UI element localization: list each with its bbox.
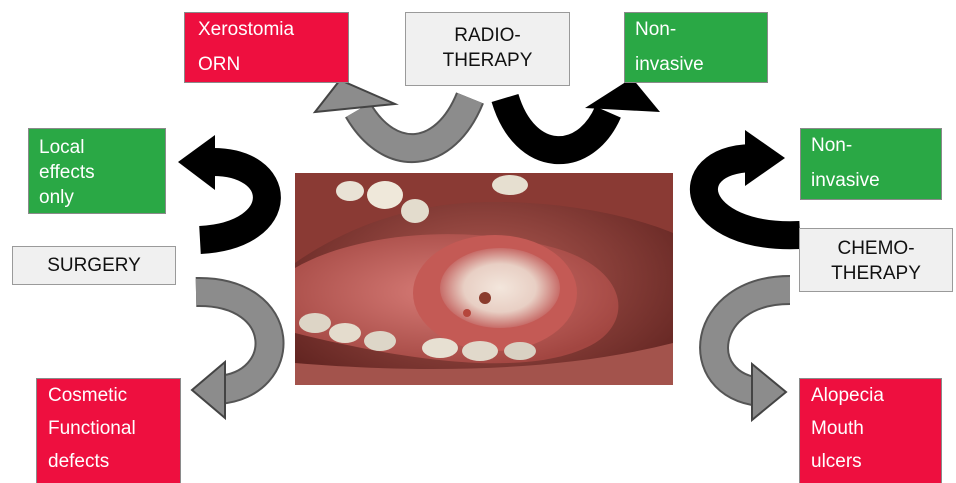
- tongue-lesion-photo: [295, 173, 673, 385]
- radiotherapy-label-line1: RADIO-: [406, 23, 569, 48]
- chemotherapy-box: CHEMO- THERAPY: [799, 228, 953, 292]
- chemotherapy-label-line2: THERAPY: [800, 261, 952, 286]
- radiotherapy-positive-line2: invasive: [635, 52, 767, 77]
- surgery-box: SURGERY: [12, 246, 176, 285]
- radiotherapy-negative-line1: Xerostomia: [198, 17, 348, 42]
- chemotherapy-positive-line2: invasive: [811, 168, 941, 193]
- surgery-label: SURGERY: [13, 253, 175, 278]
- surgery-negative-line2: Functional: [48, 416, 180, 441]
- chemotherapy-negative-line3: ulcers: [811, 449, 941, 474]
- radiotherapy-box: RADIO- THERAPY: [405, 12, 570, 86]
- chemotherapy-positive-box: Non- invasive: [800, 128, 942, 200]
- radiotherapy-positive-line1: Non-: [635, 17, 767, 42]
- chemotherapy-positive-line1: Non-: [811, 133, 941, 158]
- surgery-positive-line1: Local: [39, 135, 165, 160]
- arrow-radiotherapy-to-positive: [505, 78, 660, 150]
- arrow-surgery-to-negative: [192, 292, 270, 418]
- surgery-negative-box: Cosmetic Functional defects: [36, 378, 181, 483]
- chemotherapy-label-line1: CHEMO-: [800, 236, 952, 261]
- arrow-radiotherapy-to-negative: [315, 80, 470, 148]
- arrow-chemotherapy-to-negative: [714, 290, 790, 420]
- arrow-chemotherapy-to-positive: [704, 130, 800, 235]
- chemotherapy-negative-line1: Alopecia: [811, 383, 941, 408]
- radiotherapy-negative-line2: ORN: [198, 52, 348, 77]
- radiotherapy-positive-box: Non- invasive: [624, 12, 768, 83]
- surgery-negative-line3: defects: [48, 449, 180, 474]
- chemotherapy-negative-line2: Mouth: [811, 416, 941, 441]
- chemotherapy-negative-box: Alopecia Mouth ulcers: [799, 378, 942, 483]
- arrow-surgery-to-positive: [178, 135, 267, 240]
- radiotherapy-label-line2: THERAPY: [406, 48, 569, 73]
- surgery-positive-line3: only: [39, 185, 165, 210]
- surgery-positive-box: Local effects only: [28, 128, 166, 214]
- radiotherapy-negative-box: Xerostomia ORN: [184, 12, 349, 83]
- surgery-negative-line1: Cosmetic: [48, 383, 180, 408]
- surgery-positive-line2: effects: [39, 160, 165, 185]
